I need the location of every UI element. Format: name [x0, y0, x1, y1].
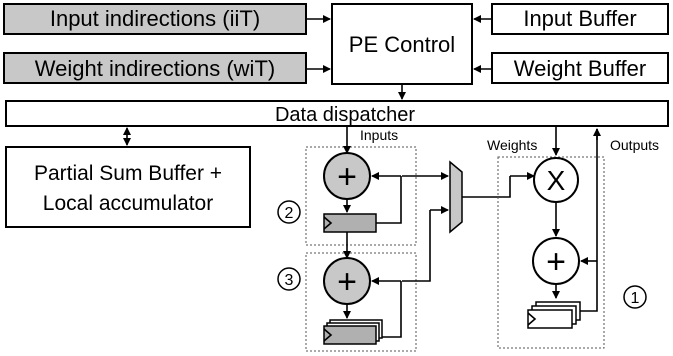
- partial-sum-label-line2: Local accumulator: [43, 192, 213, 215]
- marker-three: [277, 267, 301, 291]
- multiplier-symbol: X: [547, 165, 566, 196]
- data-dispatcher-label: Data dispatcher: [275, 104, 415, 126]
- multiplier: X: [533, 157, 579, 203]
- adder-3-symbol: +: [337, 263, 357, 301]
- unit-1-boundary: [497, 156, 605, 349]
- marker-one-text: 1: [631, 290, 640, 307]
- data-dispatcher-block: Data dispatcher: [5, 100, 669, 127]
- feedback-3: [382, 281, 402, 338]
- mux-output-path: [462, 176, 511, 198]
- marker-two-text: 2: [285, 205, 294, 222]
- weight-buffer-label: Weight Buffer: [514, 56, 646, 81]
- adder-1-symbol: +: [546, 243, 566, 281]
- partial-sum-label-line1: Partial Sum Buffer +: [34, 162, 222, 185]
- register-3-stack: [323, 319, 383, 345]
- mux-input-bottom-path: [402, 210, 431, 282]
- inputs-label: Inputs: [360, 127, 398, 143]
- outputs-line: [580, 129, 598, 312]
- register-2: [323, 213, 377, 233]
- weight-indirections-label: Weight indirections (wiT): [35, 56, 275, 81]
- adder-1: +: [532, 237, 580, 285]
- adder-2-symbol: +: [337, 158, 357, 196]
- pe-control-label: PE Control: [349, 32, 455, 57]
- weight-buffer-block: Weight Buffer: [491, 52, 669, 84]
- marker-one: [623, 285, 647, 309]
- register-1-stack: [527, 301, 581, 329]
- weight-indirections-block: Weight indirections (wiT): [3, 52, 307, 84]
- marker-two: [277, 200, 301, 224]
- input-buffer-block: Input Buffer: [491, 3, 669, 35]
- multiplexer: [449, 160, 463, 234]
- input-indirections-block: Input indirections (iiT): [3, 3, 307, 35]
- feedback-2: [376, 176, 402, 224]
- outputs-label: Outputs: [610, 137, 659, 153]
- adder-2: +: [323, 152, 371, 200]
- input-buffer-label: Input Buffer: [523, 6, 636, 31]
- pe-control-block: PE Control: [331, 3, 473, 85]
- marker-three-text: 3: [285, 272, 294, 289]
- input-indirections-label: Input indirections (iiT): [50, 6, 260, 31]
- adder-3: +: [323, 257, 371, 305]
- partial-sum-buffer-block: Partial Sum Buffer + Local accumulator: [5, 146, 251, 228]
- weights-label: Weights: [487, 137, 537, 153]
